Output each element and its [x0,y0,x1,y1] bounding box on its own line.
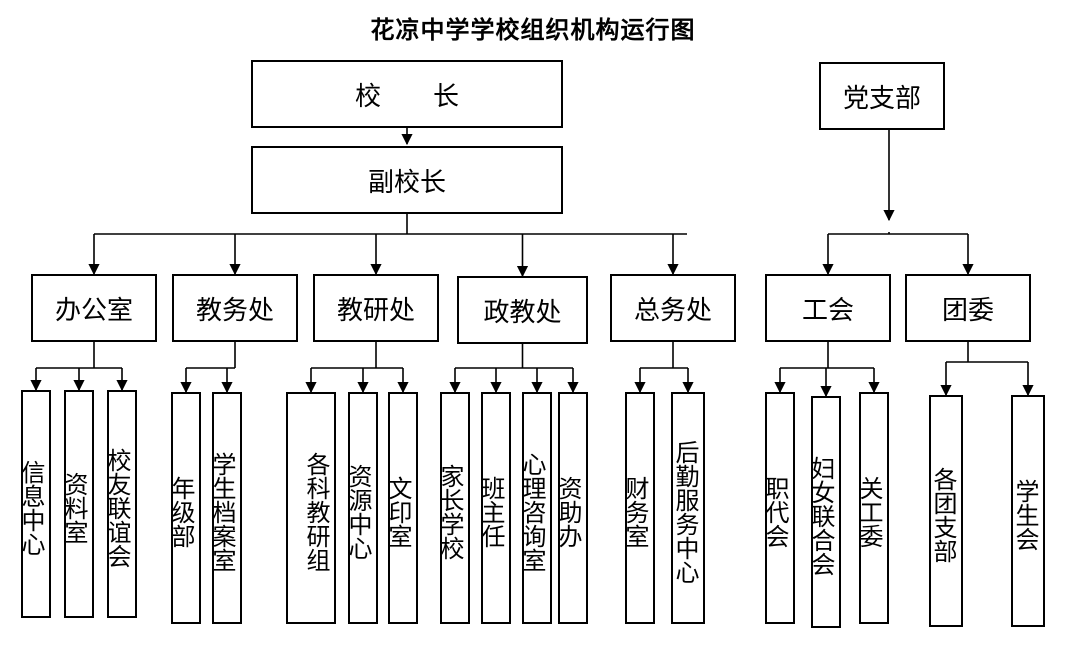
sub-unit-box: 心理咨询室 [518,392,552,624]
sub-unit-label: 各科教研组 [302,452,330,572]
sub-unit-label: 后勤服务中心 [671,440,699,584]
sub-unit-box: 学生会 [1011,395,1045,627]
sub-unit-label: 家长学校 [436,464,464,560]
dept-label: 办公室 [54,295,133,326]
sub-unit-label: 职代会 [761,476,789,548]
sub-unit-box: 学生档案室 [208,392,242,624]
sub-unit-label: 班主任 [477,476,505,548]
sub-unit-label: 资料室 [60,472,88,544]
sub-unit-label: 妇女联合会 [807,456,835,576]
dept-box-academic: 教务处 [172,274,298,342]
sub-unit-box: 财务室 [621,392,655,624]
sub-unit-label: 文印室 [384,476,412,548]
dept-label: 政教处 [483,297,562,328]
dept-box-research: 教研处 [313,274,439,342]
sub-unit-box: 关工委 [855,392,889,624]
sub-unit-label: 信息中心 [17,460,45,556]
sub-unit-box: 文印室 [384,392,418,624]
sub-unit-box: 班主任 [477,392,511,624]
dept-label: 教务处 [195,295,274,326]
sub-unit-box: 校友联谊会 [103,390,137,618]
sub-unit-label: 资助办 [554,476,582,548]
sub-unit-label: 校友联谊会 [103,448,131,568]
vice-principal-label: 副校长 [367,167,446,198]
sub-unit-box: 职代会 [761,392,795,624]
sub-unit-box: 各科教研组 [286,392,336,624]
dept-box-office: 办公室 [31,274,157,342]
dept-label: 总务处 [633,295,712,326]
dept-label: 工会 [801,295,854,326]
sub-unit-box: 家长学校 [436,392,470,624]
sub-unit-label: 学生会 [1011,479,1039,551]
sub-unit-box: 资料室 [60,390,94,618]
chart-title: 花凉中学学校组织机构运行图 [370,15,696,44]
sub-unit-label: 财务室 [621,476,649,548]
sub-unit-box: 后勤服务中心 [671,392,705,624]
sub-unit-box: 妇女联合会 [807,396,841,628]
sub-unit-label: 关工委 [855,476,883,548]
party-branch-label: 党支部 [842,83,921,114]
sub-unit-box: 各团支部 [929,395,963,627]
dept-box-general: 总务处 [610,274,736,342]
sub-unit-box: 资源中心 [344,392,378,624]
vice-principal-box: 副校长 [251,146,563,214]
party-branch-box: 党支部 [819,62,945,130]
dept-label: 团委 [941,295,994,326]
dept-box-union: 工会 [765,274,891,342]
principal-box: 校 长 [251,60,563,128]
sub-unit-label: 心理咨询室 [518,452,546,572]
sub-unit-label: 年级部 [167,476,195,548]
sub-unit-box: 年级部 [167,392,201,624]
sub-unit-label: 资源中心 [344,464,372,560]
sub-unit-box: 信息中心 [17,390,51,618]
principal-label: 校 长 [354,81,459,112]
dept-box-political: 政教处 [457,276,588,344]
sub-unit-box: 资助办 [554,392,588,624]
sub-unit-label: 各团支部 [929,467,957,563]
sub-unit-label: 学生档案室 [208,452,236,572]
dept-box-league: 团委 [905,274,1031,342]
dept-label: 教研处 [336,295,415,326]
